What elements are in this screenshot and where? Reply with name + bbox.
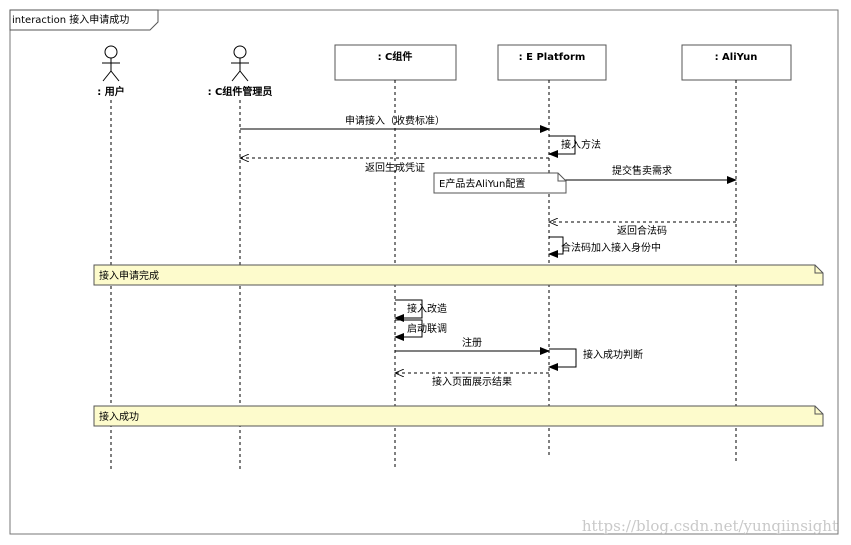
frame-title: interaction 接入申请成功 (12, 13, 129, 26)
message-submit-demand-label: 提交售卖需求 (612, 164, 672, 177)
note-access-success: 接入成功 (93, 405, 824, 427)
watermark: https://blog.csdn.net/yunqiinsight (582, 517, 838, 535)
object-c-component-label: : C组件 (378, 50, 413, 63)
object-aliyun-label: : AliYun (715, 52, 758, 63)
message-access-method-label: 接入方法 (561, 138, 601, 151)
message-access-modify-label: 接入改造 (407, 302, 447, 315)
message-apply-access: 申请接入（收费标准） (240, 114, 550, 133)
actor-user: : 用户 (97, 45, 125, 98)
frame-tab (9, 9, 159, 31)
message-show-result: 接入页面展示结果 (395, 373, 549, 388)
message-return-legal-code-label: 返回合法码 (617, 224, 667, 237)
message-return-credential: 返回生成凭证 (240, 158, 549, 174)
message-apply-access-label: 申请接入（收费标准） (345, 114, 445, 127)
message-start-joint-debug: 启动联调 (394, 319, 447, 341)
message-return-credential-label: 返回生成凭证 (365, 161, 425, 174)
note-application-complete: 接入申请完成 (93, 264, 824, 286)
object-c-component: : C组件 (334, 44, 457, 81)
note-aliyun-config-text: E产品去AliYun配置 (439, 177, 525, 190)
actor-admin: : C组件管理员 (208, 45, 273, 98)
actor-user-label: : 用户 (97, 85, 124, 98)
object-e-platform-label: : E Platform (519, 52, 586, 63)
message-show-result-label: 接入页面展示结果 (432, 375, 512, 388)
message-register: 注册 (395, 336, 550, 355)
message-register-label: 注册 (462, 336, 482, 349)
message-success-check-label: 接入成功判断 (583, 348, 643, 361)
message-add-legal-code-label: 合法码加入接入身份中 (561, 241, 661, 254)
note-aliyun-config: E产品去AliYun配置 (433, 172, 567, 194)
actor-admin-label: : C组件管理员 (208, 85, 273, 98)
object-aliyun: : AliYun (681, 44, 792, 81)
message-add-legal-code: 合法码加入接入身份中 (548, 236, 661, 258)
diagram-frame (9, 9, 839, 535)
message-start-joint-debug-label: 启动联调 (407, 322, 447, 335)
note-application-complete-text: 接入申请完成 (99, 269, 159, 282)
message-access-method: 接入方法 (548, 135, 601, 158)
message-submit-demand: 提交售卖需求 (549, 164, 737, 184)
message-access-modify: 接入改造 (394, 299, 447, 322)
message-return-legal-code: 返回合法码 (549, 222, 736, 237)
note-access-success-text: 接入成功 (99, 410, 139, 423)
object-e-platform: : E Platform (497, 44, 607, 81)
message-success-check: 接入成功判断 (548, 348, 643, 371)
